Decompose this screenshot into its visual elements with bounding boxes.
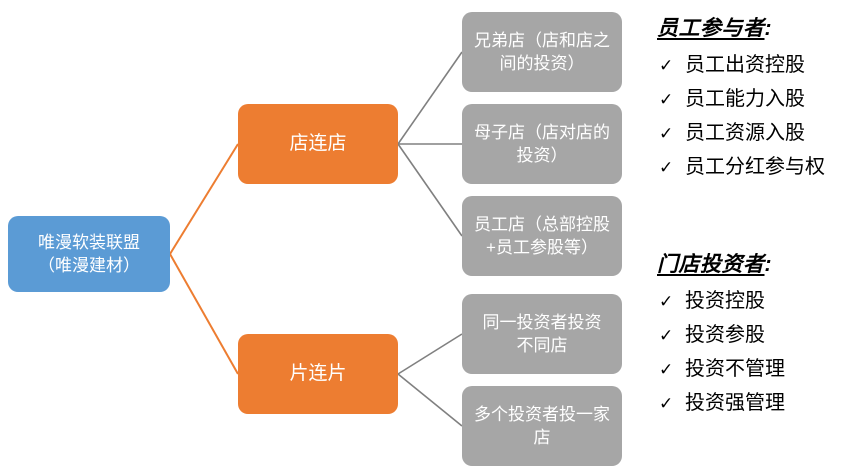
node-leaf-5-line-1: 多个投资者投一家	[474, 404, 610, 424]
check-icon: ✓	[659, 90, 674, 109]
node-leaf-3-line-2: +员工参股等）	[486, 238, 598, 257]
panel-store-investors: 门店投资者: ✓ 投资控股 ✓ 投资参股 ✓ 投资不管理 ✓ 投资强管理	[655, 248, 866, 420]
node-root-title: 唯漫软装联盟	[38, 232, 140, 252]
node-leaf-brother-store[interactable]: 兄弟店（店和店之 间的投资）	[462, 12, 622, 92]
node-branch-store-chain[interactable]: 店连店	[238, 104, 398, 184]
connector-root-to-branch-1	[169, 143, 239, 255]
panel-employee-item-3-label: 员工资源入股	[685, 122, 805, 144]
panel-investor-heading-text: 门店投资者	[657, 253, 765, 276]
connector-branch-2-to-leaf-5	[397, 373, 463, 427]
panel-employee-heading-colon: :	[764, 17, 772, 40]
panel-investor-item-4-label: 投资强管理	[685, 392, 785, 414]
panel-employee-participants: 员工参与者: ✓ 员工出资控股 ✓ 员工能力入股 ✓ 员工资源入股 ✓ 员工分红…	[655, 12, 866, 184]
node-leaf-1-line-2: 间的投资）	[499, 54, 585, 73]
panel-employee-item-1-label: 员工出资控股	[685, 54, 805, 76]
panel-investor-item-1-label: 投资控股	[685, 290, 765, 312]
panel-investor-item-3-label: 投资不管理	[685, 358, 785, 380]
check-icon: ✓	[659, 124, 674, 143]
panel-employee-item-4-label: 员工分红参与权	[685, 156, 825, 178]
connector-root-to-branch-2	[169, 253, 239, 375]
check-icon: ✓	[659, 360, 674, 379]
node-branch-2-label: 片连片	[289, 362, 347, 384]
node-leaf-2-line-1: 母子店（店对店的	[474, 122, 610, 142]
node-leaf-multi-investor[interactable]: 多个投资者投一家 店	[462, 386, 622, 466]
node-leaf-employee-store[interactable]: 员工店（总部控股 +员工参股等）	[462, 196, 622, 276]
connector-branch-1-to-leaf-3	[397, 143, 463, 237]
check-icon: ✓	[659, 394, 674, 413]
check-icon: ✓	[659, 326, 674, 345]
list-item[interactable]: ✓ 投资参股	[659, 318, 866, 347]
check-icon: ✓	[659, 292, 674, 311]
panel-employee-list: ✓ 员工出资控股 ✓ 员工能力入股 ✓ 员工资源入股 ✓ 员工分红参与权	[655, 48, 866, 179]
node-leaf-parent-child-store[interactable]: 母子店（店对店的 投资）	[462, 104, 622, 184]
node-branch-area-chain[interactable]: 片连片	[238, 334, 398, 414]
panel-employee-heading-text: 员工参与者	[657, 17, 765, 40]
node-leaf-5-line-2: 店	[533, 428, 551, 447]
node-root[interactable]: 唯漫软装联盟 （唯漫建材）	[8, 216, 170, 292]
list-item[interactable]: ✓ 员工能力入股	[659, 82, 866, 111]
list-item[interactable]: ✓ 投资强管理	[659, 386, 866, 415]
panel-investor-heading-colon: :	[764, 253, 772, 276]
connector-branch-2-to-leaf-4	[397, 333, 463, 375]
list-item[interactable]: ✓ 投资不管理	[659, 352, 866, 381]
list-item[interactable]: ✓ 投资控股	[659, 284, 866, 313]
node-leaf-3-line-1: 员工店（总部控股	[474, 214, 610, 234]
node-leaf-2-line-2: 投资）	[516, 146, 568, 165]
panel-investor-list: ✓ 投资控股 ✓ 投资参股 ✓ 投资不管理 ✓ 投资强管理	[655, 284, 866, 415]
node-branch-1-label: 店连店	[289, 132, 347, 154]
list-item[interactable]: ✓ 员工分红参与权	[659, 150, 866, 179]
check-icon: ✓	[659, 56, 674, 75]
node-leaf-same-investor[interactable]: 同一投资者投资 不同店	[462, 294, 622, 374]
connector-branch-1-to-leaf-1	[397, 51, 463, 145]
list-item[interactable]: ✓ 员工资源入股	[659, 116, 866, 145]
node-leaf-4-line-2: 不同店	[516, 336, 568, 355]
node-leaf-1-line-1: 兄弟店（店和店之	[474, 30, 610, 50]
panel-investor-item-2-label: 投资参股	[685, 324, 765, 346]
panel-employee-heading: 员工参与者:	[657, 12, 866, 42]
check-icon: ✓	[659, 158, 674, 177]
panel-investor-heading: 门店投资者:	[657, 248, 866, 278]
panel-employee-item-2-label: 员工能力入股	[685, 88, 805, 110]
list-item[interactable]: ✓ 员工出资控股	[659, 48, 866, 77]
node-leaf-4-line-1: 同一投资者投资	[482, 312, 602, 332]
node-root-subtitle: （唯漫建材）	[38, 256, 140, 275]
